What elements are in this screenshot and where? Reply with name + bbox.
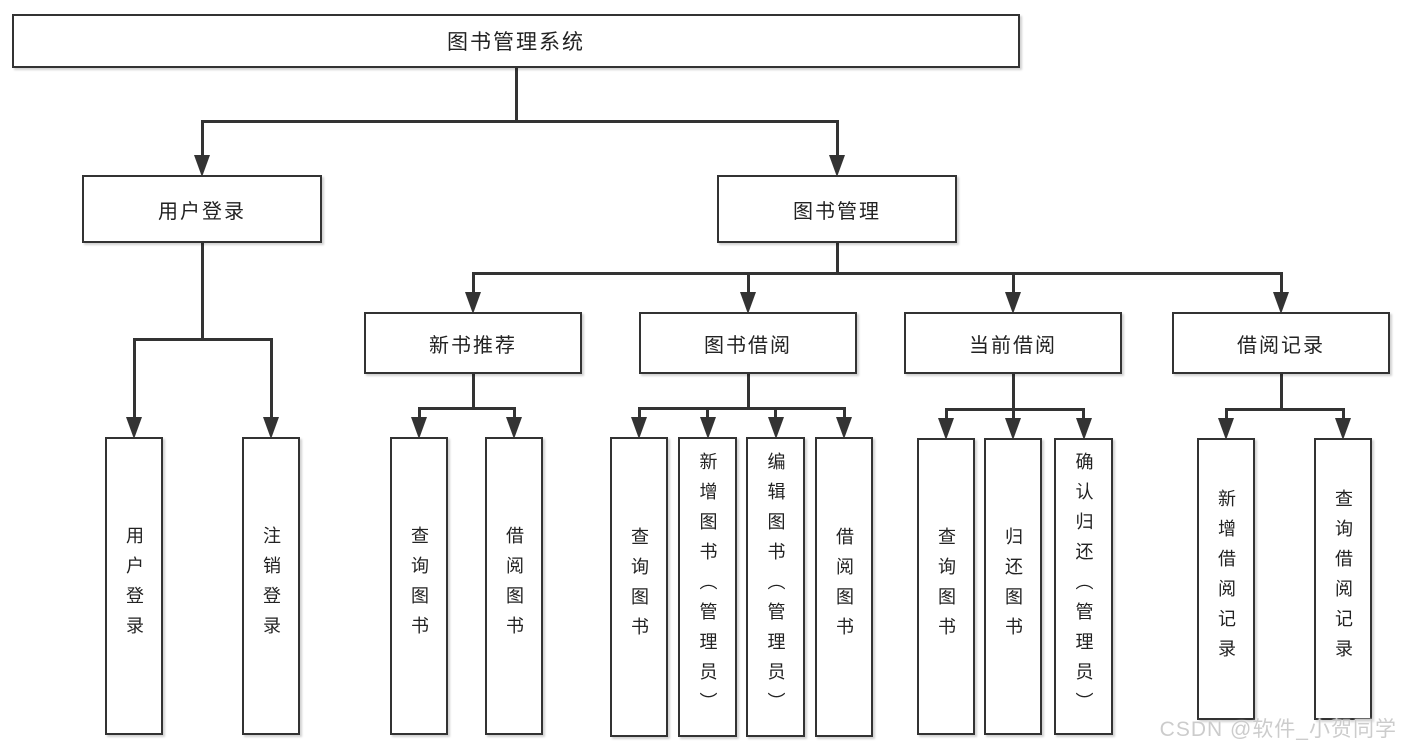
arrowhead-down-icon (506, 417, 522, 439)
node-borrow-records: 借阅记录 (1172, 312, 1390, 374)
node-current-borrow: 当前借阅 (904, 312, 1122, 374)
connector-drop (1082, 408, 1085, 418)
connector-drop (1341, 408, 1345, 418)
connector-trunk (1279, 373, 1283, 411)
connector-rail (1224, 408, 1345, 411)
node-label: 查询图书 (936, 526, 956, 647)
node-label: 借阅图书 (834, 527, 854, 647)
connector-drop (637, 407, 641, 417)
node-leaf-user-login: 用户登录 (105, 437, 163, 735)
node-label: 图书借阅 (704, 334, 792, 357)
arrowhead-down-icon (1005, 418, 1021, 440)
connector-drop (1011, 272, 1015, 292)
connector-drop (1224, 408, 1228, 418)
arrowhead-down-icon (1075, 418, 1092, 440)
node-label: 借阅图书 (504, 526, 524, 646)
node-book-manage: 图书管理 (717, 175, 957, 243)
connector-drop (835, 120, 839, 155)
arrowhead-down-icon (1218, 418, 1234, 440)
arrowhead-down-icon (938, 418, 954, 440)
node-label: 查询图书 (629, 527, 649, 647)
node-label: 注销登录 (261, 526, 281, 646)
node-leaf-br-query: 查询借阅记录 (1314, 438, 1372, 720)
connector-trunk (746, 373, 750, 410)
csdn-watermark: CSDN @软件_小贺同学 (1159, 718, 1397, 741)
connector-rail (417, 407, 516, 410)
arrowhead-down-icon (740, 292, 756, 314)
arrowhead-down-icon (1005, 292, 1021, 314)
node-label: 用户登录 (158, 200, 246, 223)
node-leaf-br-add: 新增借阅记录 (1197, 438, 1255, 720)
connector-drop (842, 407, 846, 417)
node-leaf-bb-add: 新增图书（管理员） (678, 437, 737, 737)
arrowhead-down-icon (465, 292, 481, 314)
connector-drop (1011, 408, 1015, 418)
node-leaf-bb-edit: 编辑图书（管理员） (746, 437, 805, 737)
node-leaf-cb-confirm: 确认归还（管理员） (1054, 438, 1113, 735)
arrowhead-down-icon (699, 417, 716, 439)
arrowhead-down-icon (836, 417, 852, 439)
connector-rail (132, 338, 273, 341)
node-label: 归还图书 (1003, 526, 1023, 647)
connector-drop (132, 338, 136, 417)
connector-drop (774, 407, 777, 417)
connector-rail (637, 407, 846, 410)
connector-drop (944, 408, 948, 418)
arrowhead-down-icon (126, 417, 142, 439)
node-label: 新书推荐 (429, 334, 517, 357)
node-label: 图书管理 (793, 200, 881, 223)
connector-drop (417, 407, 421, 417)
arrowhead-down-icon (263, 417, 279, 439)
node-new-book-recommend: 新书推荐 (364, 312, 582, 374)
arrowhead-down-icon (767, 417, 784, 439)
node-root: 图书管理系统 (12, 14, 1020, 68)
node-book-borrow: 图书借阅 (639, 312, 857, 374)
node-label: 图书管理系统 (447, 31, 585, 54)
connector-trunk (835, 242, 839, 275)
arrowhead-down-icon (411, 417, 427, 439)
connector-drop (269, 338, 273, 417)
arrowhead-down-icon (1273, 292, 1289, 314)
connector-trunk (471, 373, 475, 410)
node-label: 确认归还（管理员） (1073, 451, 1094, 722)
node-label: 当前借阅 (969, 334, 1057, 357)
node-leaf-nb-borrow: 借阅图书 (485, 437, 543, 735)
connector-drop (200, 120, 204, 155)
node-label: 新增借阅记录 (1216, 489, 1236, 669)
node-leaf-cb-return: 归还图书 (984, 438, 1042, 735)
connector-drop (746, 272, 750, 292)
connector-drop (706, 407, 709, 417)
node-leaf-cb-query: 查询图书 (917, 438, 975, 735)
node-label: 新增图书（管理员） (697, 452, 718, 722)
node-user-login: 用户登录 (82, 175, 322, 243)
arrowhead-down-icon (631, 417, 647, 439)
node-label: 用户登录 (124, 526, 144, 646)
connector-trunk (514, 67, 518, 123)
connector-drop (512, 407, 516, 417)
connector-rail (944, 408, 1085, 411)
connector-drop (471, 272, 475, 292)
node-leaf-bb-query: 查询图书 (610, 437, 668, 737)
connector-rail (471, 272, 1283, 275)
connector-trunk (1011, 373, 1015, 411)
arrowhead-down-icon (829, 155, 845, 177)
arrowhead-down-icon (194, 155, 210, 177)
connector-rail (200, 120, 839, 123)
connector-drop (1279, 272, 1283, 292)
node-label: 查询借阅记录 (1333, 489, 1353, 669)
node-leaf-logout: 注销登录 (242, 437, 300, 735)
node-label: 查询图书 (409, 526, 429, 646)
connector-trunk (200, 242, 204, 341)
node-leaf-bb-borrow: 借阅图书 (815, 437, 873, 737)
node-leaf-nb-query: 查询图书 (390, 437, 448, 735)
node-label: 借阅记录 (1237, 334, 1325, 357)
node-label: 编辑图书（管理员） (765, 452, 786, 722)
arrowhead-down-icon (1335, 418, 1351, 440)
